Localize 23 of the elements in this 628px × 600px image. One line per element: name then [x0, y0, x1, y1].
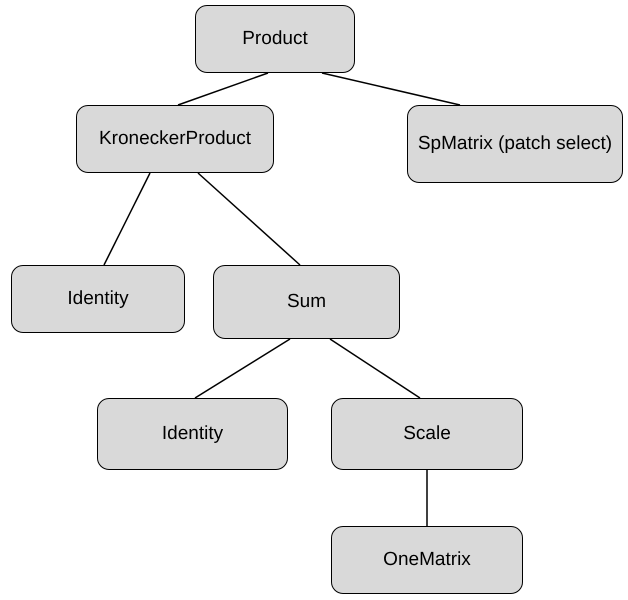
connector-line [103, 172, 151, 266]
rounded-box [331, 526, 523, 594]
node-label: Scale [403, 422, 451, 446]
node-label: Sum [286, 290, 326, 314]
node-label: SpMatrix (patch select) [418, 132, 612, 156]
node-label: Product [242, 28, 308, 50]
connector-line [194, 338, 290, 399]
rounded-box [331, 398, 523, 470]
rounded-box [213, 265, 400, 339]
connector-line [330, 338, 420, 399]
node-label: KroneckerProduct [98, 128, 252, 150]
rounded-box [97, 398, 288, 470]
node-label: OneMatrix [383, 548, 471, 572]
connector-line [198, 172, 300, 266]
rounded-box [407, 105, 623, 183]
node-label: Identity [67, 288, 129, 310]
connector-line [322, 72, 460, 106]
node-label: Identity [162, 422, 224, 446]
connector-line [426, 470, 428, 526]
rounded-box [195, 5, 355, 73]
rounded-box [11, 265, 185, 333]
connector-line [178, 72, 268, 106]
rounded-box [76, 105, 274, 173]
